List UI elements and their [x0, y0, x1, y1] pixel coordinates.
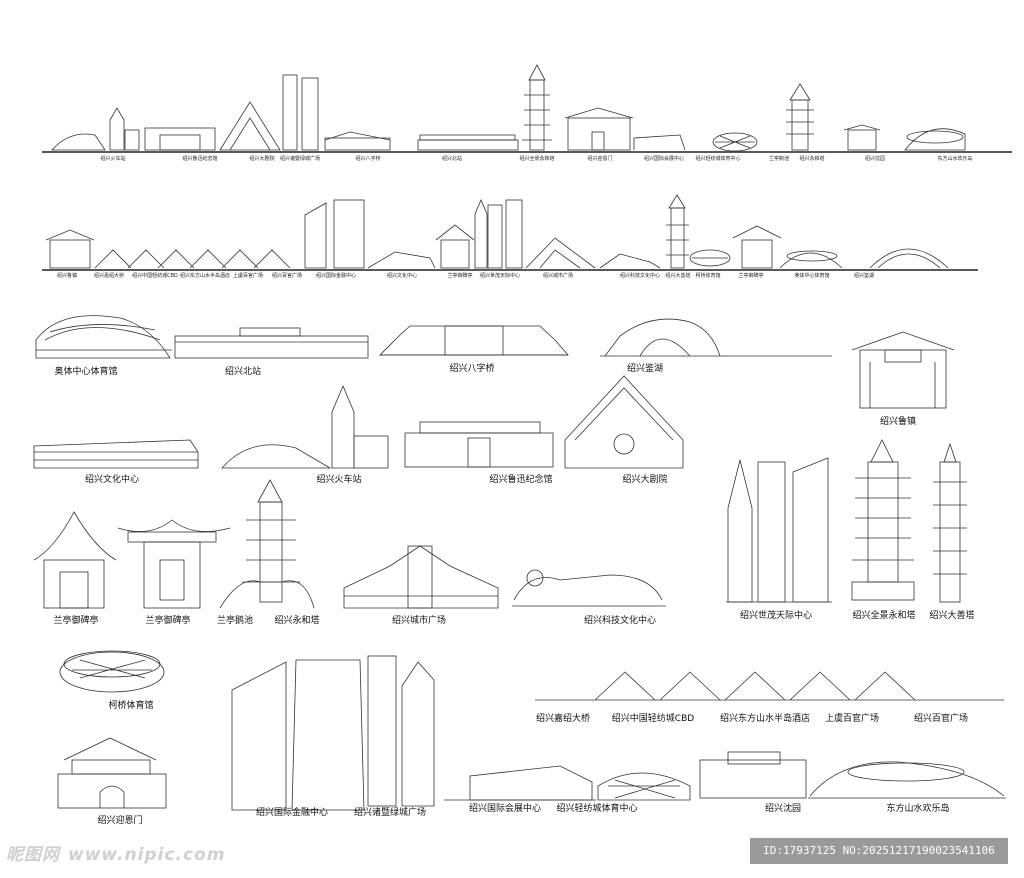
- landmark-jianhu: [600, 318, 832, 357]
- id-bar: ID:17937125 NO:20251217190023541106: [750, 838, 1008, 864]
- label-jianhu: 绍兴鉴湖: [626, 364, 664, 374]
- label-huoche: 绍兴火车站: [316, 475, 362, 485]
- label-bandao: 绍兴东方山水半岛酒店: [719, 714, 811, 724]
- row2-label: 绍兴东方山水半岛酒店: [179, 273, 231, 279]
- row2-label: 兰亭御碑亭: [447, 273, 473, 279]
- row1-label: 绍兴火车站: [100, 156, 126, 162]
- label-beizhan: 绍兴北站: [224, 367, 262, 377]
- label-shenyuan: 绍兴沈园: [764, 804, 802, 814]
- label-shangyu: 上虞百官广场: [824, 714, 880, 724]
- row2-label: 绍兴中国轻纺城CBD: [132, 273, 178, 279]
- landmark-shenyuan: [699, 751, 807, 799]
- label-baiguan: 绍兴百官广场: [913, 714, 969, 724]
- label-yonghe: 绍兴永和塔: [274, 616, 320, 626]
- row1-label: 绍兴全景永和塔: [519, 156, 555, 162]
- landmark-zhuji: [367, 655, 435, 807]
- landmark-keqiao: [59, 650, 165, 693]
- label-huizhan: 绍兴国际会展中心: [468, 804, 542, 814]
- row2-label: 绍兴嘉绍大桥: [93, 273, 125, 279]
- landmark-shimao: [726, 457, 832, 603]
- row1-label: 绍兴迎恩门: [587, 156, 613, 162]
- row2-label: 绍兴文化中心: [386, 273, 418, 279]
- landmark-beizhan: [174, 327, 369, 359]
- row1-label: 绍兴永和塔: [799, 156, 825, 162]
- landmark-yubei-2: [117, 519, 231, 609]
- label-echi: 兰亭鹅池: [216, 616, 254, 626]
- label-cbd: 绍兴中国轻纺城CBD: [611, 714, 695, 724]
- row1-label: 绍兴北站: [441, 156, 463, 162]
- landmark-huanle: [808, 761, 1006, 799]
- landmark-yingen: [57, 737, 167, 809]
- landmark-qingfang: [597, 772, 691, 801]
- landmark-juyuan: [564, 375, 684, 469]
- row2-label: 柯桥体育馆: [695, 273, 721, 279]
- landmark-aoti: [35, 315, 172, 359]
- label-bazi: 绍兴八字桥: [449, 364, 495, 374]
- row2-label: 上虞百官广场: [232, 273, 264, 279]
- row1-label: 绍兴沈园: [864, 156, 886, 162]
- label-juyuan: 绍兴大剧院: [622, 475, 668, 485]
- label-dashan: 绍兴大善塔: [929, 611, 975, 621]
- skyline-row-1: [42, 64, 1012, 153]
- label-zhuji: 绍兴诸暨绿城广场: [353, 808, 427, 818]
- landmark-luxun: [404, 421, 554, 468]
- skyline-row-2: [42, 194, 978, 271]
- landmark-wenhua: [33, 439, 199, 469]
- row2-label: 绍兴科技文化中心: [619, 273, 661, 279]
- landmark-yubei-1: [33, 511, 117, 609]
- label-jinrong: 绍兴国际金融中心: [255, 808, 329, 818]
- landmark-chengshi: [343, 545, 499, 609]
- row2-label: 绍兴大善塔: [665, 273, 691, 279]
- row1-label: 东方山水欢乐岛: [937, 156, 973, 162]
- label-yubei-2: 兰亭御碑亭: [145, 616, 191, 626]
- watermark: 昵图网 www.nipic.com: [6, 840, 225, 865]
- row2-label: 绍兴鲁镇: [56, 273, 78, 279]
- landmark-jiashao: [535, 671, 1004, 701]
- row1-label: 绍兴八字桥: [355, 156, 381, 162]
- row1-label: 兰亭鹅池: [768, 156, 790, 162]
- row2-label: 奥体中心体育馆: [794, 273, 830, 279]
- row2-label: 绍兴鉴湖: [853, 273, 875, 279]
- label-luzhen: 绍兴鲁镇: [879, 417, 917, 427]
- label-keqiao: 柯桥体育馆: [108, 701, 154, 711]
- label-yingen: 绍兴迎恩门: [97, 816, 143, 826]
- row2-label: 绍兴百官广场: [271, 273, 303, 279]
- label-huanle: 东方山水欢乐岛: [886, 804, 950, 814]
- landmark-yonghe: [219, 479, 315, 609]
- label-qingfang: 绍兴轻纺城体育中心: [556, 804, 638, 814]
- landmark-bazi: [379, 325, 569, 356]
- row1-label: 绍兴大剧院: [249, 156, 275, 162]
- label-luxun: 绍兴鲁迅纪念馆: [489, 475, 553, 485]
- watermark-url: www.nipic.com: [68, 845, 226, 865]
- row1-label: 绍兴国际会展中心: [643, 156, 685, 162]
- label-shimao: 绍兴世茂天际中心: [739, 611, 813, 621]
- row2-label: 绍兴城市广场: [542, 273, 574, 279]
- label-aoti: 奥体中心体育馆: [54, 367, 118, 377]
- row2-label: 兰亭御碑亭: [738, 273, 764, 279]
- row2-label: 绍兴国际金融中心: [315, 273, 357, 279]
- row1-label: 绍兴鲁迅纪念馆: [182, 156, 218, 162]
- landmark-yonghe-qj: [851, 439, 915, 601]
- landmark-keji: [512, 569, 666, 607]
- landmark-jinrong: [231, 659, 365, 811]
- landmark-huoche: [221, 384, 389, 469]
- row1-label: 绍兴诸暨绿城广场: [279, 156, 321, 162]
- label-jiashao: 绍兴嘉绍大桥: [535, 714, 591, 724]
- label-yonghe-qj: 绍兴全景永和塔: [852, 611, 916, 621]
- row1-label: 绍兴轻纺城体育中心: [695, 156, 741, 162]
- landmark-huizhan: [444, 765, 596, 801]
- landmark-luzhen: [851, 331, 955, 409]
- watermark-logo: 昵图网: [6, 845, 60, 865]
- row2-label: 绍兴世茂天际中心: [479, 273, 521, 279]
- label-chengshi: 绍兴城市广场: [391, 616, 447, 626]
- label-yubei-1: 兰亭御碑亭: [53, 616, 99, 626]
- label-wenhua: 绍兴文化中心: [84, 475, 140, 485]
- label-keji: 绍兴科技文化中心: [583, 616, 657, 626]
- landmark-dashan: [933, 442, 967, 603]
